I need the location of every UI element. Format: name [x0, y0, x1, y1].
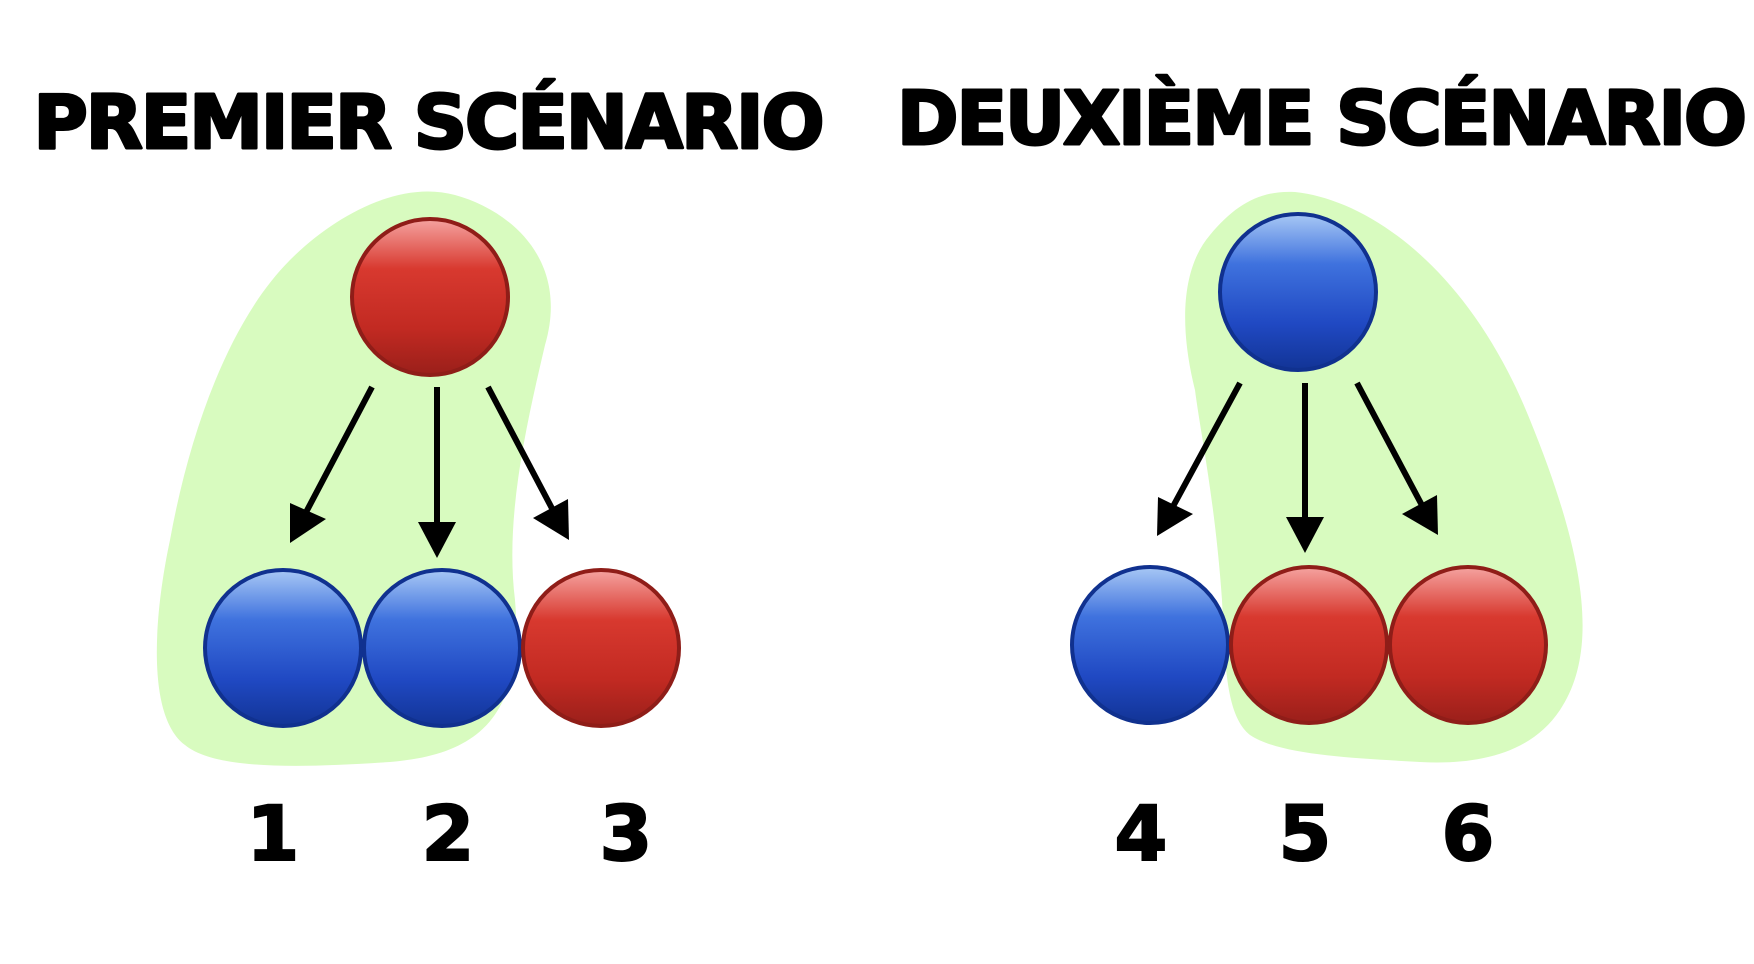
scenario-1-arrow-right — [485, 385, 569, 540]
scenario-2-title: DEUXIÈME SCÉNARIO — [897, 74, 1745, 162]
scenario-1-arrow-left — [290, 385, 375, 543]
scenario-2-arrow-left — [1157, 381, 1243, 536]
scenario-2: DEUXIÈME SCÉNARIO 4 5 6 — [896, 73, 1749, 880]
scenario-2-label-4: 4 — [1115, 789, 1168, 878]
scenario-1-title: PREMIER SCÉNARIO — [33, 78, 822, 166]
scenario-1-child-ball-1 — [203, 568, 363, 728]
scenario-1-label-2: 2 — [422, 789, 475, 878]
scenario-2-arrow-right — [1354, 381, 1438, 535]
scenario-1-child-ball-2 — [362, 568, 522, 728]
scenario-1-label-3: 3 — [600, 789, 653, 878]
scenario-2-arrow-middle — [1286, 383, 1324, 553]
scenario-2-child-ball-4 — [1070, 565, 1230, 725]
scenario-2-label-5: 5 — [1279, 789, 1332, 878]
scenario-1-parent-ball — [350, 217, 510, 377]
scenario-2-label-6: 6 — [1442, 789, 1495, 878]
scenario-2-child-ball-6 — [1388, 565, 1548, 725]
scenario-1: PREMIER SCÉNARIO 1 2 3 — [32, 77, 826, 880]
scenario-1-child-ball-3 — [521, 568, 681, 728]
scenario-2-child-ball-5 — [1229, 565, 1389, 725]
scenario-1-label-1: 1 — [247, 789, 300, 878]
scenario-2-parent-ball — [1218, 212, 1378, 372]
scenario-1-arrow-middle — [418, 387, 456, 558]
